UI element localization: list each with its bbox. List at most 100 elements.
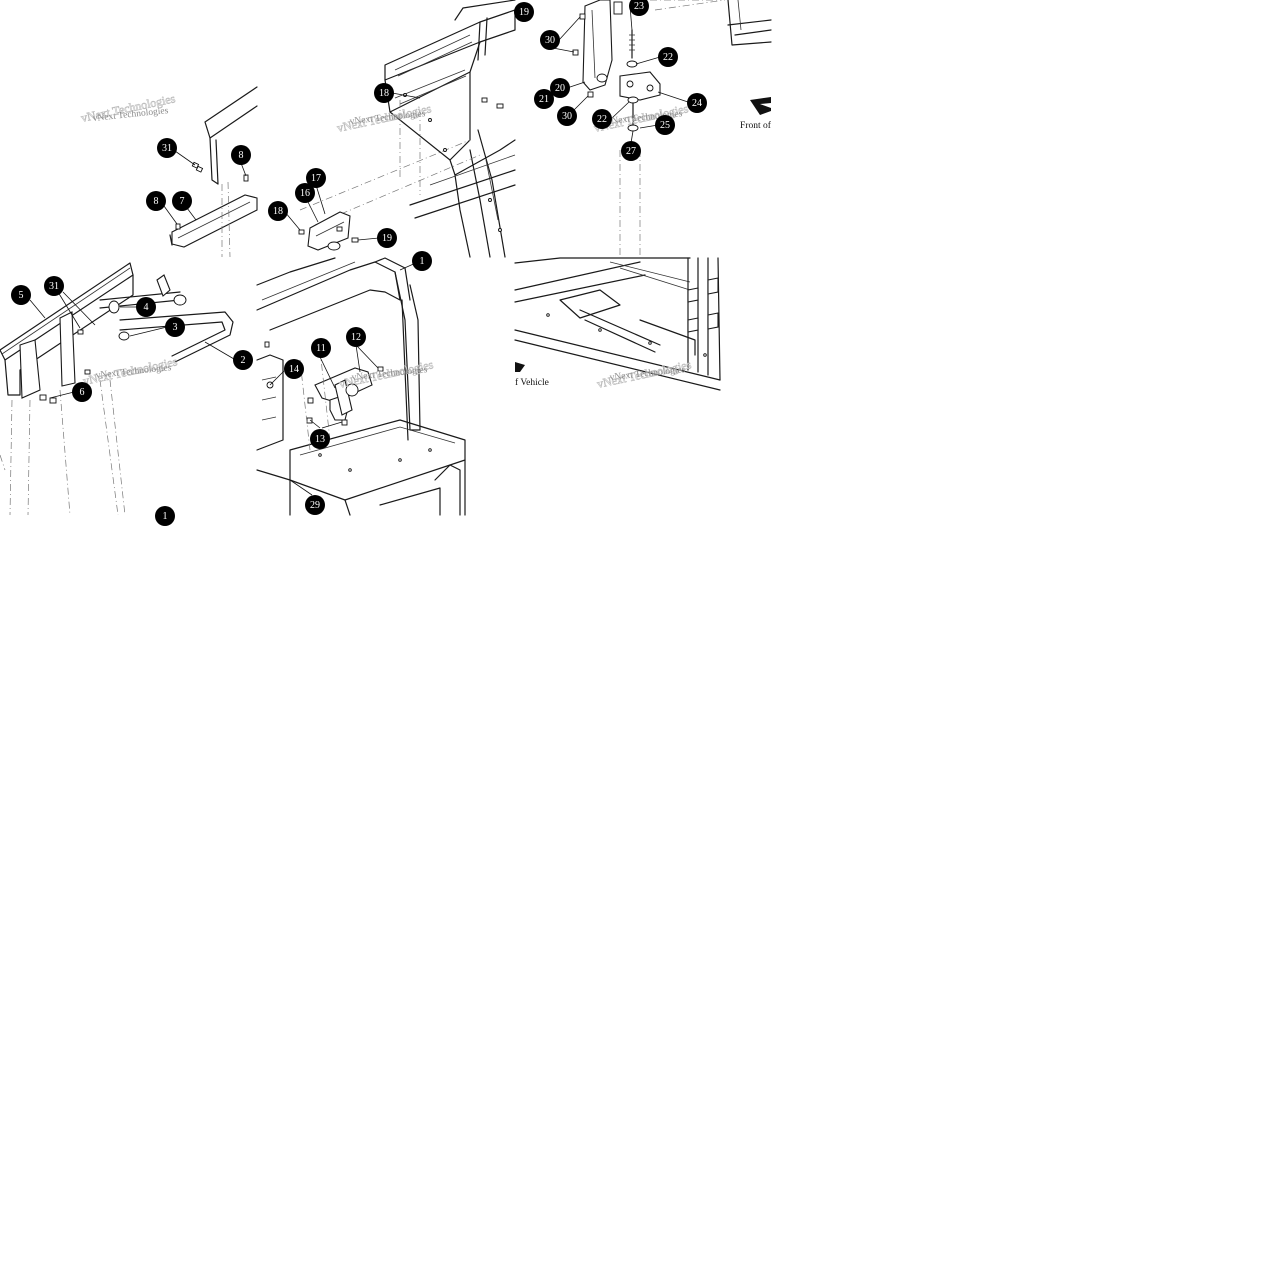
- callout-balloon: [231, 145, 251, 165]
- callout-number: 19: [519, 7, 529, 18]
- callout-31: 31: [44, 276, 64, 296]
- callout-number: 7: [180, 196, 185, 207]
- callout-balloon: [655, 115, 675, 135]
- callout-number: 8: [154, 196, 159, 207]
- callout-number: 22: [663, 52, 673, 63]
- callout-balloon: [157, 138, 177, 158]
- tile-bottom-middle: [256, 257, 466, 516]
- callout-number: 8: [239, 150, 244, 161]
- callout-number: 11: [316, 343, 326, 354]
- callout-balloon: [311, 338, 331, 358]
- callout-5: 5: [11, 285, 31, 305]
- callout-balloon: [592, 109, 612, 129]
- front-arrow-icon-lower: [515, 362, 525, 372]
- callout-number: 18: [379, 88, 389, 99]
- callout-balloon: [629, 0, 649, 16]
- callout-number: 27: [626, 146, 636, 157]
- callout-number: 17: [311, 173, 321, 184]
- tile-top-middle: [284, 0, 516, 258]
- callout-balloon: [172, 191, 192, 211]
- callout-balloon: [155, 506, 175, 526]
- callout-balloon: [310, 429, 330, 449]
- callout-balloon: [540, 30, 560, 50]
- callout-balloon: [550, 78, 570, 98]
- callout-balloon: [557, 106, 577, 126]
- callout-balloon: [11, 285, 31, 305]
- callout-balloon: [233, 350, 253, 370]
- callout-12: 12: [346, 327, 366, 347]
- front-of-vehicle-label: Front of: [740, 120, 772, 131]
- callout-31: 31: [157, 138, 177, 158]
- callout-number: 1: [420, 256, 425, 267]
- callout-number: 21: [539, 94, 549, 105]
- callout-number: 18: [273, 206, 283, 217]
- callout-balloon: [284, 359, 304, 379]
- callout-number: 31: [162, 143, 172, 154]
- callout-balloon: [412, 251, 432, 271]
- callout-number: 24: [692, 98, 702, 109]
- callout-29: 29: [305, 495, 325, 515]
- callout-number: 3: [173, 322, 178, 333]
- callout-balloon: [146, 191, 166, 211]
- callout-4: 4: [136, 297, 156, 317]
- callout-number: 31: [49, 281, 59, 292]
- callout-balloon: [44, 276, 64, 296]
- tile-bottom-right: [514, 257, 721, 391]
- callout-18: 18: [374, 83, 394, 103]
- callout-23: 23: [629, 0, 649, 16]
- callout-16: 16: [295, 183, 315, 203]
- callout-balloon: [621, 141, 641, 161]
- callout-1: 1: [412, 251, 432, 271]
- callout-14: 14: [284, 359, 304, 379]
- callout-20: 20: [550, 78, 570, 98]
- callout-30: 30: [557, 106, 577, 126]
- callout-22: 22: [592, 109, 612, 129]
- callout-balloon: [687, 93, 707, 113]
- callout-number: 22: [597, 114, 607, 125]
- callout-balloon: [72, 382, 92, 402]
- callout-27: 27: [621, 141, 641, 161]
- callout-balloon: [514, 2, 534, 22]
- callout-balloon: [136, 297, 156, 317]
- callout-balloon: [658, 47, 678, 67]
- callout-30: 30: [540, 30, 560, 50]
- callout-number: 25: [660, 120, 670, 131]
- callout-balloon: [534, 89, 554, 109]
- tile-top-left: [163, 86, 258, 258]
- callout-number: 30: [545, 35, 555, 46]
- tile-top-right: [552, 0, 772, 257]
- callout-8: 8: [231, 145, 251, 165]
- tile-bottom-left: [0, 262, 235, 516]
- callout-1: 1: [155, 506, 175, 526]
- callout-11: 11: [311, 338, 331, 358]
- callout-balloon: [346, 327, 366, 347]
- callout-number: 5: [19, 290, 24, 301]
- callout-17: 17: [306, 168, 326, 188]
- callout-number: 14: [289, 364, 299, 375]
- callout-number: 30: [562, 111, 572, 122]
- callout-2: 2: [233, 350, 253, 370]
- callout-18: 18: [268, 201, 288, 221]
- callout-number: 13: [315, 434, 325, 445]
- callout-balloon: [377, 228, 397, 248]
- callout-24: 24: [687, 93, 707, 113]
- callout-number: 19: [382, 233, 392, 244]
- callout-number: 16: [300, 188, 310, 199]
- callout-21: 21: [534, 89, 554, 109]
- callout-19: 19: [514, 2, 534, 22]
- callout-19: 19: [377, 228, 397, 248]
- callout-balloon: [374, 83, 394, 103]
- callout-number: 4: [144, 302, 149, 313]
- callout-number: 20: [555, 83, 565, 94]
- callout-22: 22: [658, 47, 678, 67]
- callout-balloon: [268, 201, 288, 221]
- callout-7: 7: [172, 191, 192, 211]
- callout-number: 12: [351, 332, 361, 343]
- callout-balloon: [165, 317, 185, 337]
- front-arrow-icon: [750, 97, 771, 115]
- callout-balloon: [295, 183, 315, 203]
- callout-number: 1: [163, 511, 168, 522]
- callout-8: 8: [146, 191, 166, 211]
